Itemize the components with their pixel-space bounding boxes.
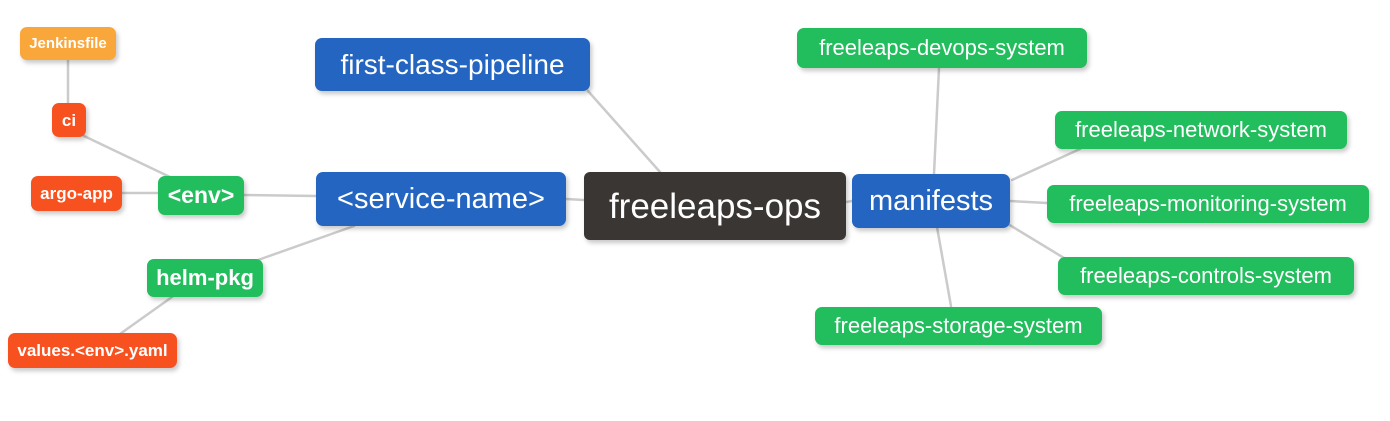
edge-env-ci [82,134,172,179]
edge-manifests-storage [935,225,953,308]
edge-ops-manifests [844,199,854,204]
edge-ops-first-class-pipeline [586,89,662,174]
node-values-env-yaml[interactable]: values.<env>.yaml [8,333,177,368]
node-freeleaps-monitoring-system[interactable]: freeleaps-monitoring-system [1047,185,1369,223]
node-manifests[interactable]: manifests [852,174,1010,228]
node-env[interactable]: <env> [158,176,244,215]
node-freeleaps-controls-system[interactable]: freeleaps-controls-system [1058,257,1354,295]
node-freeleaps-devops-system[interactable]: freeleaps-devops-system [797,28,1087,68]
edge-ops-service-name [564,197,586,202]
node-first-class-pipeline[interactable]: first-class-pipeline [315,38,590,91]
node-service-name[interactable]: <service-name> [316,172,566,226]
node-helm-pkg[interactable]: helm-pkg [147,259,263,297]
edge-service-name-env [241,193,318,198]
node-freeleaps-ops[interactable]: freeleaps-ops [584,172,846,240]
node-ci[interactable]: ci [52,103,86,137]
node-freeleaps-network-system[interactable]: freeleaps-network-system [1055,111,1347,149]
node-jenkinsfile[interactable]: Jenkinsfile [20,27,116,60]
edge-manifests-controls [1006,222,1066,260]
edge-service-name-helm-pkg [256,224,356,262]
edge-manifests-monitoring [1008,199,1049,205]
edge-manifests-devops [932,66,941,176]
edge-manifests-network [1010,147,1082,182]
node-freeleaps-storage-system[interactable]: freeleaps-storage-system [815,307,1102,345]
node-argo-app[interactable]: argo-app [31,176,122,211]
edge-helm-pkg-values [118,295,174,336]
